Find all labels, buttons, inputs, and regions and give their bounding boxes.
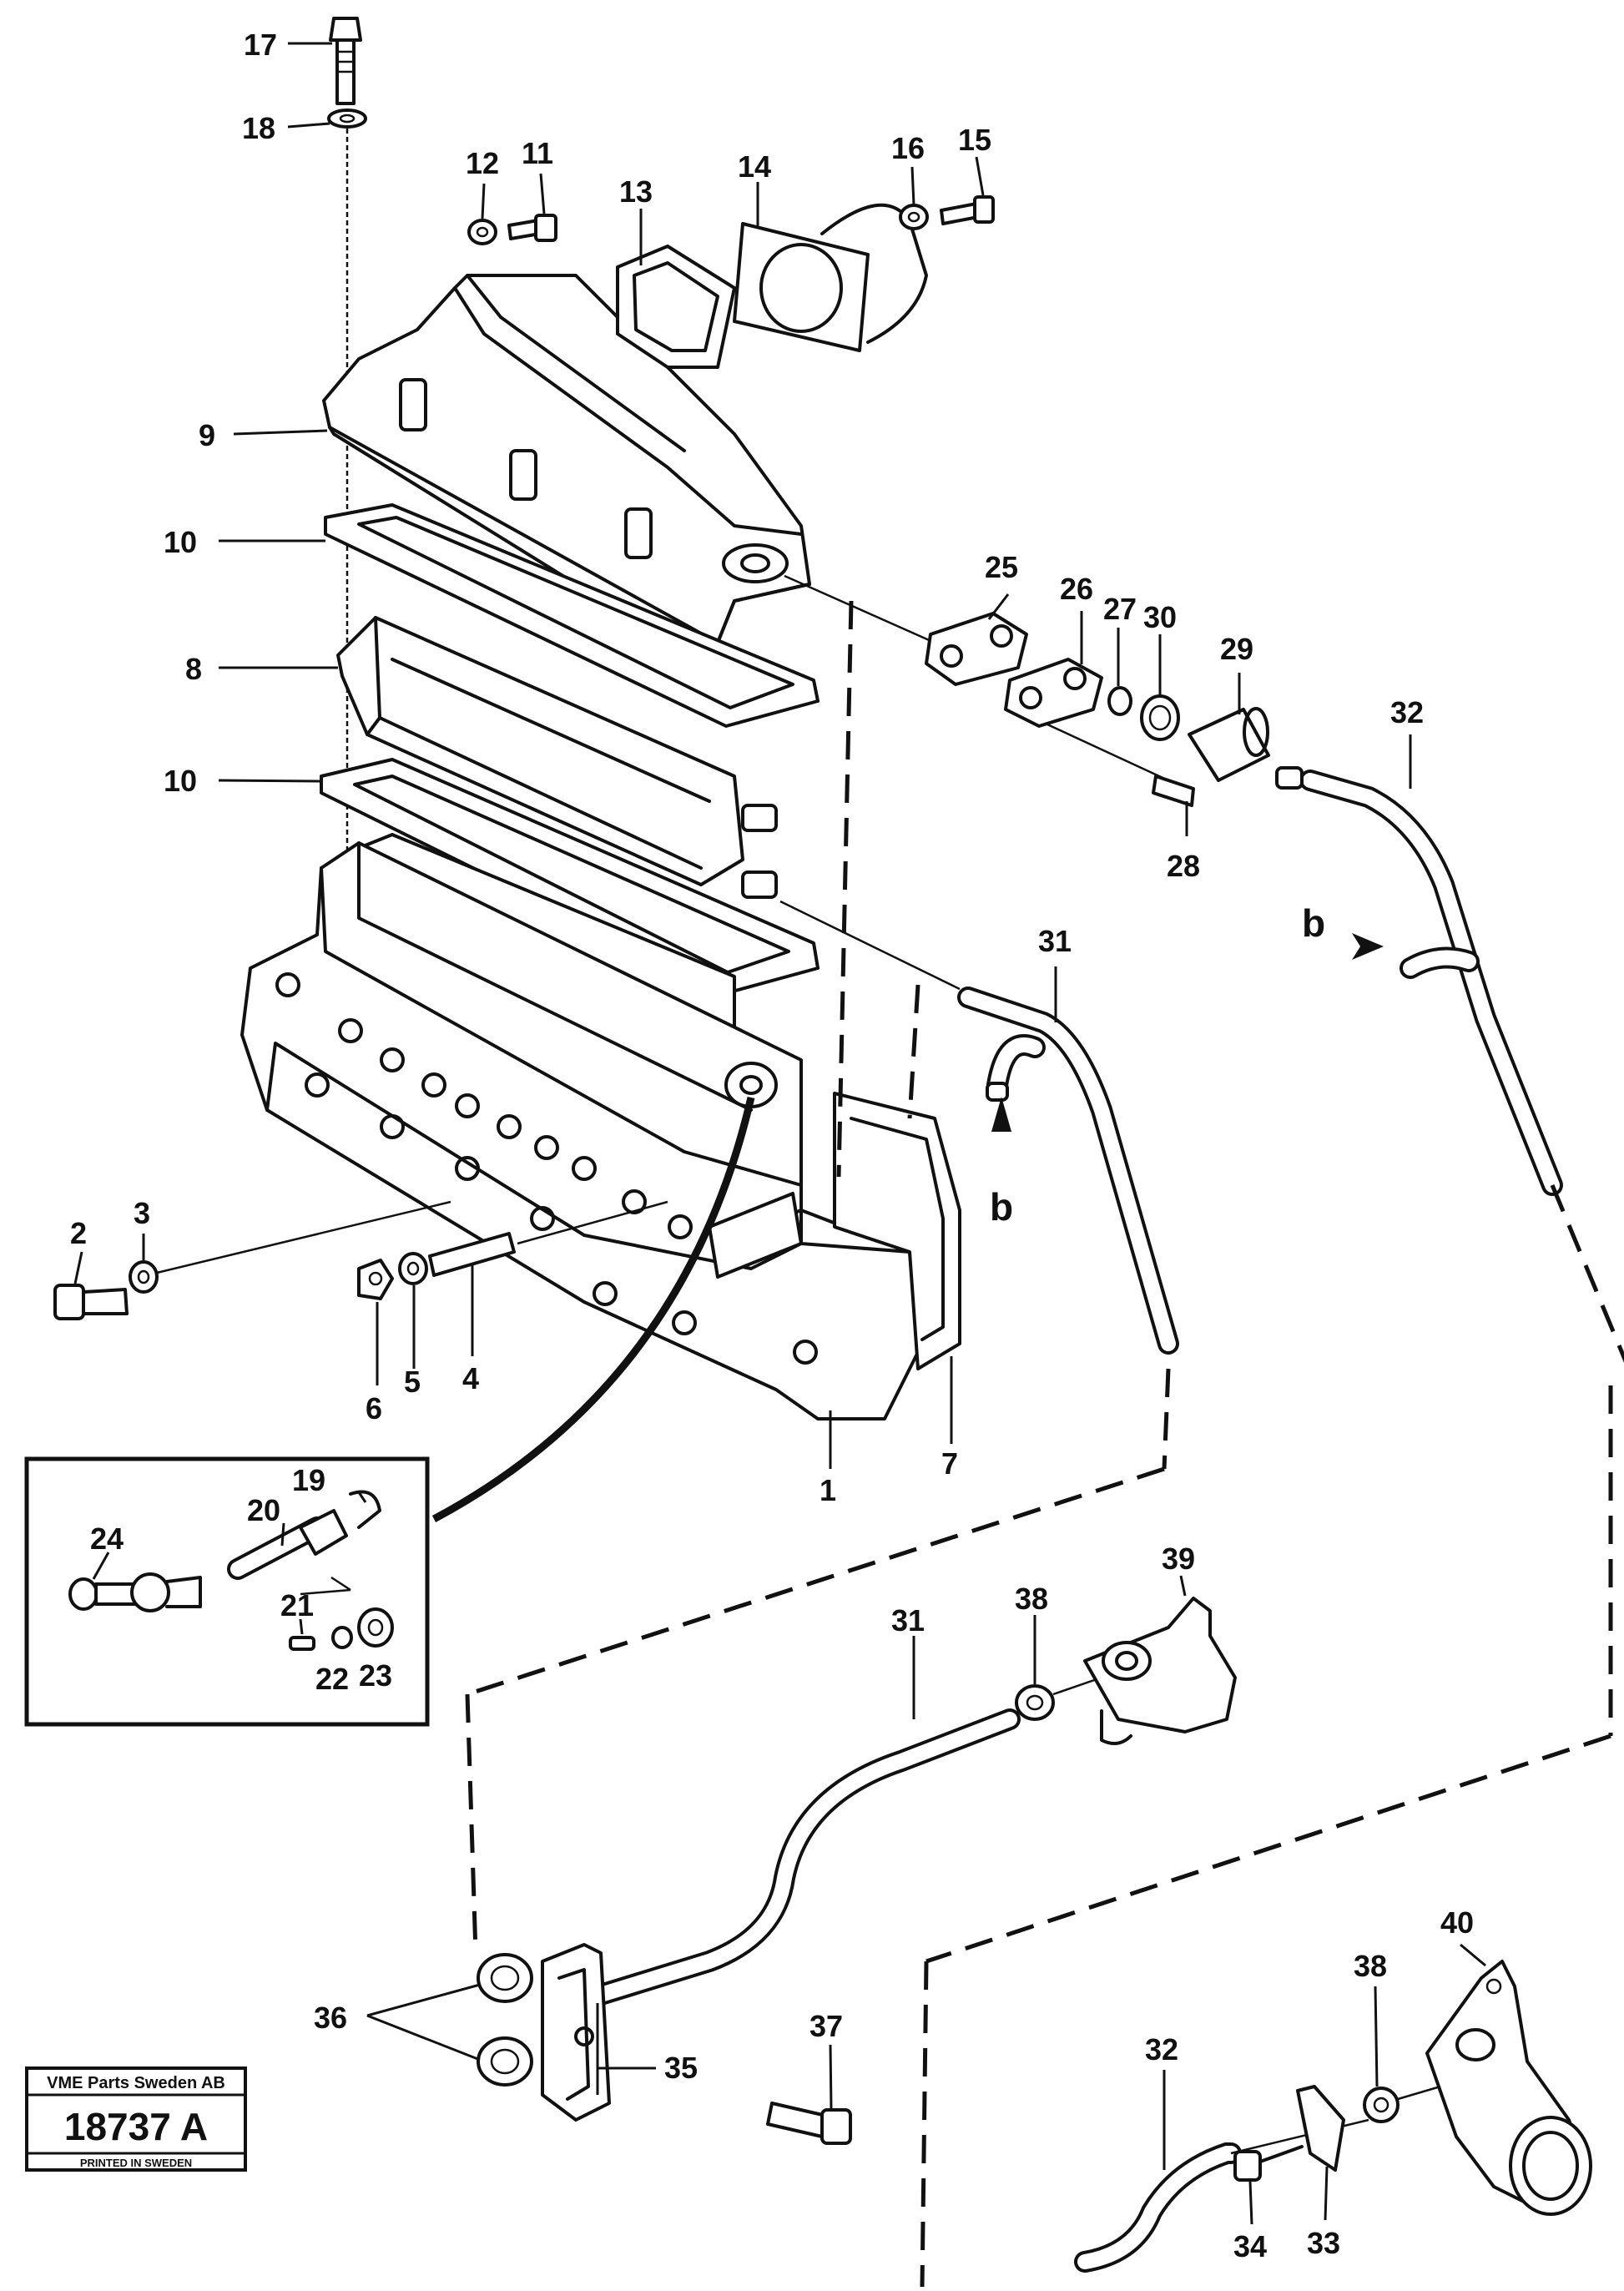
callout-31-lower: 31 (891, 1603, 925, 1638)
bolt-11 (507, 214, 557, 242)
bolt-28 (1047, 723, 1195, 807)
grommet-36-b (477, 2036, 533, 2087)
callout-11: 11 (522, 136, 553, 170)
washer-22 (331, 1626, 353, 1649)
callout-27: 27 (1103, 592, 1137, 626)
nut-6 (357, 1259, 394, 1300)
o-ring-38-lower (1363, 2087, 1400, 2123)
gasket-7 (833, 1092, 961, 1370)
callout-6: 6 (366, 1391, 382, 1426)
o-ring-27 (1107, 686, 1132, 716)
nut-connector (299, 1490, 381, 1556)
callout-19: 19 (292, 1463, 325, 1497)
callout-1: 1 (820, 1473, 836, 1507)
grommet-36-a (477, 1953, 533, 2003)
bolt-2 (53, 1284, 129, 1320)
callout-30: 30 (1143, 600, 1177, 634)
callout-38-upper: 38 (1015, 1582, 1048, 1616)
washer-5 (398, 1252, 428, 1285)
callout-12: 12 (466, 146, 499, 180)
cooler-cover-9 (322, 274, 811, 653)
connection-39 (1083, 1597, 1237, 1745)
callout-38-lower: 38 (1354, 1949, 1387, 1983)
washer-18 (327, 108, 367, 129)
callout-17: 17 (244, 28, 277, 62)
callout-7: 7 (941, 1446, 958, 1481)
callout-10-upper: 10 (164, 525, 197, 559)
callout-2: 2 (70, 1216, 87, 1250)
callout-13: 13 (619, 174, 653, 209)
callout-9: 9 (199, 418, 215, 452)
callout-5: 5 (404, 1365, 421, 1399)
callout-36: 36 (314, 2001, 347, 2035)
callout-31-upper: 31 (1038, 924, 1072, 958)
drawing-stamp: VME Parts Sweden AB 18737 A PRINTED IN S… (25, 2066, 247, 2172)
washer-3 (129, 1260, 159, 1294)
bolt-34 (1233, 2145, 1304, 2182)
callout-32-lower: 32 (1145, 2032, 1178, 2066)
callout-26: 26 (1060, 572, 1093, 606)
callout-4: 4 (462, 1361, 479, 1395)
callout-33: 33 (1307, 2226, 1340, 2260)
stamp-number: 18737 A (64, 2105, 208, 2148)
callout-34: 34 (1233, 2229, 1267, 2263)
callout-29: 29 (1220, 632, 1253, 666)
leader-lines (73, 42, 1486, 2225)
bracket-33 (1296, 2085, 1345, 2172)
callout-labels: 17 18 12 11 13 14 16 15 9 10 8 10 25 26 … (70, 28, 1474, 2263)
callout-25: 25 (985, 550, 1018, 584)
callout-32-upper: 32 (1390, 695, 1424, 729)
callout-35: 35 (664, 2051, 698, 2085)
callout-40: 40 (1440, 1905, 1474, 1940)
sleeve-29 (1188, 707, 1270, 782)
callout-28: 28 (1167, 849, 1200, 883)
o-ring-38-upper (1015, 1684, 1055, 1721)
bolt-17 (329, 17, 362, 105)
callout-20: 20 (247, 1493, 280, 1527)
callout-22: 22 (315, 1662, 349, 1696)
nut-23 (357, 1607, 394, 1648)
callout-10-lower: 10 (164, 764, 197, 798)
nipple-21 (289, 1636, 315, 1651)
washer-16 (899, 204, 929, 230)
clamp-35 (541, 1943, 611, 2122)
gasket-10-lower (320, 758, 820, 995)
callout-3: 3 (134, 1196, 150, 1230)
gasket-10-upper (324, 503, 820, 728)
gasket-13 (616, 245, 736, 369)
connection-40 (1425, 1960, 1592, 2216)
callout-15: 15 (958, 123, 991, 157)
stud-4 (428, 1232, 516, 1277)
callout-8: 8 (185, 652, 202, 686)
view-mark-b-center: b (990, 1185, 1013, 1229)
flange-26 (1004, 658, 1103, 728)
intake-manifold-1 (240, 841, 920, 1421)
flange-gasket-25 (925, 612, 1028, 686)
callout-37: 37 (809, 2009, 843, 2043)
elbow-14 (733, 203, 928, 352)
callout-23: 23 (359, 1658, 392, 1693)
clamp-30 (1140, 694, 1180, 741)
washer-12 (467, 219, 497, 245)
view-mark-b-right: b (1302, 901, 1325, 945)
bolt-37 (766, 2102, 852, 2145)
callout-39: 39 (1162, 1542, 1195, 1576)
stamp-company: VME Parts Sweden AB (47, 2074, 225, 2092)
view-marks: b b (990, 901, 1325, 1229)
detail-inset (24, 1456, 430, 1727)
callout-18: 18 (242, 111, 275, 145)
bolt-15 (940, 195, 995, 225)
stamp-footer: PRINTED IN SWEDEN (80, 2157, 192, 2169)
banjo-fitting-24 (68, 1572, 202, 1612)
callout-24: 24 (90, 1521, 124, 1556)
callout-14: 14 (738, 149, 771, 184)
callout-16: 16 (891, 131, 925, 165)
callout-21: 21 (280, 1588, 314, 1622)
manifold-bolt-holes (275, 972, 818, 1365)
